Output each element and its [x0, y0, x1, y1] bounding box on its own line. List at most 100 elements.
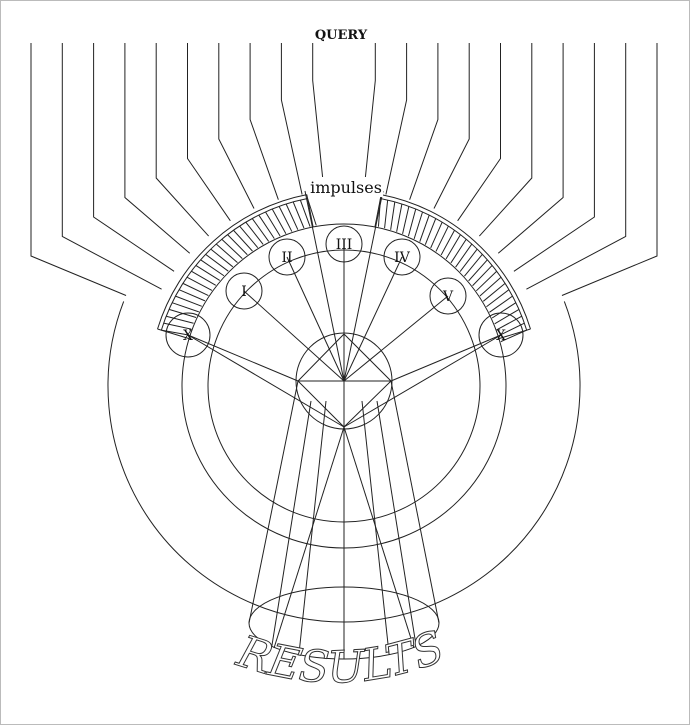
band-hatch — [424, 218, 437, 245]
band-end — [157, 328, 190, 340]
band-hatch — [299, 199, 311, 227]
band-hatch — [195, 265, 221, 281]
band-hatch — [258, 214, 275, 239]
band-hatch — [191, 270, 217, 286]
fan-line — [155, 43, 210, 237]
node-circle — [225, 272, 263, 310]
cone-line — [271, 400, 312, 647]
node-circle — [325, 225, 363, 263]
band-hatch — [491, 302, 517, 319]
hub-rays — [187, 190, 502, 430]
band-hatch — [402, 206, 410, 234]
band-hatch — [307, 198, 317, 226]
band-hatch — [464, 254, 483, 277]
band-hatch — [384, 200, 389, 229]
impulse-line — [304, 190, 345, 382]
cone-line — [343, 426, 415, 649]
node-label-x: X — [183, 328, 193, 344]
band-hatch — [245, 221, 264, 245]
band-hatch — [435, 225, 449, 252]
impulse-line — [343, 190, 384, 382]
fan-line — [561, 43, 658, 296]
band-hatch — [482, 282, 506, 302]
band-hatch — [445, 234, 461, 260]
band-end — [306, 194, 314, 228]
band-hatch — [496, 315, 523, 331]
cone-edge — [390, 380, 440, 624]
node-ray — [187, 334, 345, 428]
fan-line — [457, 43, 501, 222]
results-label: RESULTS — [231, 621, 451, 694]
band-hatch — [175, 295, 202, 307]
fan-line — [249, 43, 279, 200]
band-hatch — [182, 282, 209, 297]
fan-line — [363, 43, 376, 193]
band-hatch — [233, 229, 253, 252]
fan-line — [124, 43, 191, 254]
fan-line — [30, 43, 127, 296]
cone-line — [273, 426, 345, 649]
band-hatch — [200, 259, 225, 277]
fan-line — [187, 43, 231, 222]
band-hatch — [163, 322, 192, 330]
node-label-x: X — [496, 328, 506, 344]
node-ray — [243, 290, 345, 382]
band-hatch — [498, 322, 525, 337]
band-hatch — [221, 238, 243, 259]
node-ray — [286, 256, 345, 382]
query-fan-lines — [30, 43, 658, 296]
band-hatch — [455, 243, 473, 268]
band-hatch — [271, 208, 287, 234]
node-ray — [390, 334, 502, 382]
band-hatch — [450, 238, 467, 264]
band-hatch — [285, 203, 299, 230]
band-end — [374, 194, 382, 228]
band-hatch — [479, 276, 502, 297]
fan-line — [409, 43, 439, 200]
band-hatch — [227, 234, 248, 256]
node-label-ii: II — [281, 250, 292, 266]
band-outer-arc — [381, 194, 531, 330]
band-hatch — [407, 208, 417, 237]
query-label: QUERY — [315, 28, 368, 43]
band-hatch — [239, 225, 259, 249]
node-circle — [478, 312, 524, 358]
band-hatch — [475, 270, 498, 292]
band-end — [498, 328, 531, 340]
band-hatch — [292, 201, 305, 229]
band-hatch — [171, 302, 200, 313]
fan-line — [218, 43, 255, 209]
band-outer-arc-inner — [380, 198, 528, 331]
node-circle — [165, 312, 211, 358]
band-hatch — [178, 289, 206, 302]
fan-line — [385, 43, 408, 195]
impulses-band — [157, 194, 531, 343]
band-hatch — [166, 315, 194, 324]
band-hatch — [440, 229, 455, 256]
node-ray — [343, 295, 449, 382]
band-hatch — [251, 218, 270, 242]
node-circle — [383, 238, 421, 276]
node-label-i: I — [241, 284, 247, 300]
node-ray — [343, 334, 502, 428]
band-hatch — [265, 211, 281, 237]
node-ray — [187, 334, 299, 382]
band-hatch — [472, 265, 493, 287]
band-hatch — [468, 259, 488, 282]
band-hatch — [419, 214, 430, 242]
fan-line — [478, 43, 533, 237]
fan-line — [93, 43, 175, 272]
node-ray — [343, 256, 403, 382]
impulses-label: impulses — [310, 178, 382, 197]
band-outer-arc-inner — [160, 198, 308, 331]
band-hatch — [205, 253, 229, 272]
fan-line — [513, 43, 595, 272]
band-hatch — [413, 211, 424, 240]
band-hatch — [459, 248, 478, 272]
band-hatch — [489, 295, 513, 313]
fan-line — [280, 43, 303, 195]
cone-line — [376, 400, 417, 647]
